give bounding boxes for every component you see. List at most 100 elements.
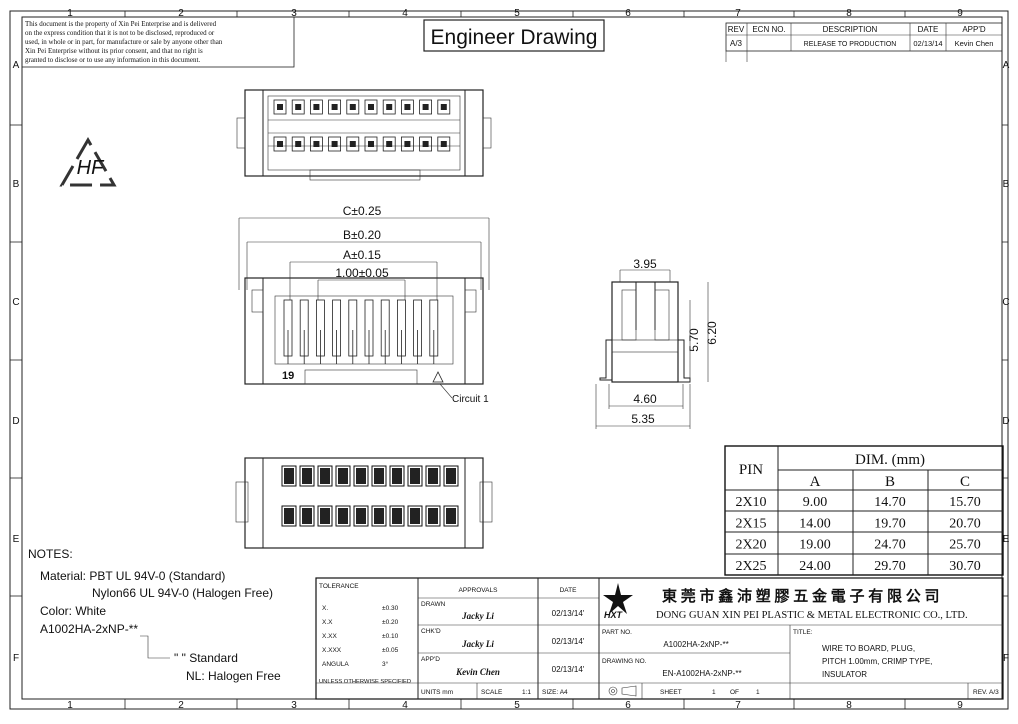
top-view-pin-contact [422, 141, 429, 147]
bottom-view-contact [425, 465, 441, 487]
svg-text:7: 7 [735, 8, 741, 19]
svg-text:REV. A/3: REV. A/3 [973, 689, 999, 696]
bottom-view-contact [281, 505, 297, 527]
bottom-view-contact-fill [284, 508, 294, 524]
svg-text:8: 8 [846, 700, 852, 711]
svg-text:2: 2 [178, 700, 184, 711]
disclaimer-box [21, 16, 295, 68]
dim-c: C±0.25 [343, 204, 382, 218]
svg-text:used, in whole or in part, for: used, in whole or in part, for manufactu… [25, 38, 223, 46]
dim-side-b1: 4.60 [633, 392, 657, 406]
dim-side-h2: 6.20 [705, 321, 719, 345]
bottom-view-contact-row-lower [281, 505, 459, 527]
svg-text:3: 3 [291, 8, 297, 19]
svg-text:DATE: DATE [918, 25, 939, 34]
top-view-drawing [236, 89, 492, 181]
bottom-view-contact-fill [392, 508, 402, 524]
circuit-1-marker [432, 371, 444, 383]
svg-text:UNLESS OTHERWISE SPECIFIED: UNLESS OTHERWISE SPECIFIED [319, 679, 411, 685]
svg-text:C: C [12, 297, 19, 308]
top-view-pin-contact [295, 104, 302, 110]
bottom-view-contact [389, 465, 405, 487]
svg-text:02/13/14': 02/13/14' [552, 609, 585, 618]
revision-table: REV ECN NO. DESCRIPTION DATE APP'D A/3 R… [725, 22, 1003, 62]
svg-text:CHK'D: CHK'D [421, 628, 441, 635]
svg-text:1: 1 [712, 689, 716, 696]
pin-19-label: 19 [282, 370, 294, 382]
top-view-pin [437, 136, 451, 152]
top-view-pin-contact [368, 141, 374, 147]
bottom-view-contact-fill [338, 468, 348, 484]
bottom-view-contact [389, 505, 405, 527]
svg-text:REV: REV [728, 25, 745, 34]
bottom-view-contact-fill [302, 508, 312, 524]
bottom-view-contact-fill [338, 508, 348, 524]
svg-text:02/13/14': 02/13/14' [552, 637, 585, 646]
svg-text:A1002HA-2xNP-**: A1002HA-2xNP-** [663, 640, 728, 649]
title-box [423, 19, 605, 52]
top-view-pin [419, 136, 433, 152]
top-view-pin-row-upper [273, 99, 451, 115]
svg-text:Material: PBT UL 94V-0 (Standa: Material: PBT UL 94V-0 (Standard) [40, 569, 225, 583]
top-view-pin-contact [368, 104, 374, 110]
top-view-pin [346, 99, 360, 115]
top-view-pin-contact [440, 104, 447, 110]
svg-text:APP'D: APP'D [962, 25, 986, 34]
dim-side-b2: 5.35 [631, 412, 655, 426]
svg-text:DIM. (mm): DIM. (mm) [855, 452, 925, 468]
svg-text:7: 7 [735, 700, 741, 711]
dim-table-value-cell: 19.70 [874, 516, 906, 531]
top-view-pin-contact [404, 141, 411, 147]
dim-table-value-cell: 25.70 [949, 538, 981, 553]
bottom-view-contact [281, 465, 297, 487]
top-view-pin [400, 99, 414, 115]
svg-text:A1002HA-2xNP-**: A1002HA-2xNP-** [40, 622, 138, 636]
svg-text:SIZE: A4: SIZE: A4 [542, 689, 568, 696]
projection-symbol [608, 685, 637, 697]
drawing-title: Engineer Drawing [431, 26, 598, 49]
dim-table-value-cell: 24.00 [799, 559, 831, 574]
top-view-pin-contact [331, 141, 338, 147]
bottom-view-contact-fill [446, 468, 456, 484]
dim-table-pin-cell: 2X15 [735, 516, 766, 531]
company-logo: HXT [603, 583, 633, 620]
top-view-pin [382, 136, 396, 152]
svg-text:D: D [1002, 416, 1009, 427]
svg-text:F: F [13, 653, 19, 664]
top-view-pin-contact [313, 104, 320, 110]
top-view-pin-contact [349, 141, 356, 147]
tolerance-label: X.XXX [322, 647, 342, 654]
svg-text:1:1: 1:1 [522, 689, 531, 696]
dim-table-pin-cell: 2X10 [735, 495, 766, 510]
dim-table-value-cell: 14.00 [799, 516, 831, 531]
top-view-pin [309, 136, 323, 152]
svg-text:WIRE TO BOARD, PLUG,: WIRE TO BOARD, PLUG, [822, 644, 915, 653]
svg-text:Jacky Li: Jacky Li [461, 639, 494, 649]
svg-text:9: 9 [957, 8, 963, 19]
svg-text:B: B [13, 179, 20, 190]
svg-text:Color: White: Color: White [40, 604, 106, 618]
company-name-cn: 東 莞 市 鑫 沛 塑 膠 五 金 電 子 有 限 公 司 [662, 587, 940, 605]
tolerance-value: ±0.10 [382, 633, 399, 640]
bottom-view-contact [371, 465, 387, 487]
front-view-drawing: 19 Circuit 1 C±0.25 B±0.20 A±0.15 1.00±0… [238, 204, 490, 405]
dim-a: A±0.15 [343, 248, 381, 262]
svg-text:granted to disclose or to use: granted to disclose or to use any inform… [25, 56, 200, 64]
bottom-view-contact-fill [284, 468, 294, 484]
dim-side-top: 3.95 [633, 257, 657, 271]
svg-text:NL: Halogen Free: NL: Halogen Free [186, 669, 281, 683]
svg-text:SCALE: SCALE [481, 689, 503, 696]
bottom-view-contact-fill [356, 508, 366, 524]
svg-text:DRAWN: DRAWN [421, 601, 446, 608]
tolerance-label: X.XX [322, 633, 337, 640]
svg-text:on the express condition that: on the express condition that it is not … [25, 29, 215, 37]
dim-b: B±0.20 [343, 228, 381, 242]
bottom-view-contact [371, 505, 387, 527]
tolerance-value: ±0.20 [382, 619, 399, 626]
dim-table-pin-cell: 2X20 [735, 538, 766, 553]
svg-text:1: 1 [756, 689, 760, 696]
top-view-pin [309, 99, 323, 115]
circuit-1-label: Circuit 1 [452, 394, 489, 405]
tolerance-value: ±0.30 [382, 605, 399, 612]
svg-text:RELEASE TO PRODUCTION: RELEASE TO PRODUCTION [804, 41, 897, 48]
